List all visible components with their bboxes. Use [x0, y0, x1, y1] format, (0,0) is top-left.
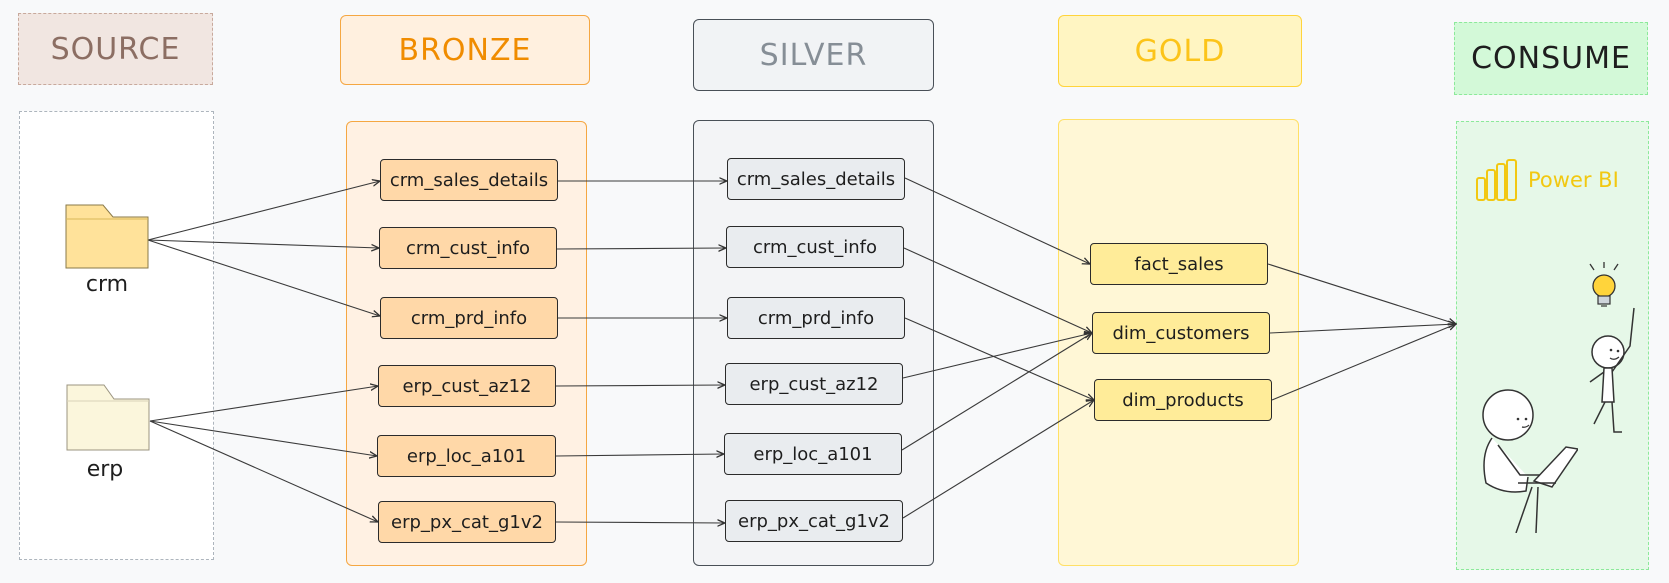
- bronze-table[interactable]: crm_cust_info: [379, 227, 557, 269]
- bronze-table[interactable]: crm_prd_info: [380, 297, 558, 339]
- person-icon: [1589, 307, 1635, 433]
- gold-table[interactable]: dim_customers: [1092, 312, 1270, 354]
- silver-table[interactable]: crm_cust_info: [726, 226, 904, 268]
- bronze-table[interactable]: erp_cust_az12: [378, 365, 556, 407]
- bronze-header-label: BRONZE: [398, 32, 532, 68]
- source-header: SOURCE: [18, 13, 213, 85]
- lightbulb-icon: [1589, 262, 1619, 307]
- bronze-table[interactable]: erp_loc_a101: [377, 435, 556, 477]
- source-crm-label: crm: [85, 272, 129, 297]
- silver-table[interactable]: erp_cust_az12: [725, 363, 903, 405]
- power-bi-label: Power BI: [1528, 168, 1619, 192]
- bronze-table[interactable]: erp_px_cat_g1v2: [378, 501, 556, 543]
- power-bi-icon: [1476, 159, 1517, 201]
- consume-header: CONSUME: [1454, 22, 1648, 95]
- bronze-header: BRONZE: [340, 15, 590, 85]
- silver-header-label: SILVER: [759, 37, 868, 73]
- folder-icon: [66, 384, 150, 451]
- silver-table[interactable]: crm_prd_info: [727, 297, 905, 339]
- source-zone: [19, 111, 214, 560]
- gold-table[interactable]: dim_products: [1094, 379, 1272, 421]
- folder-icon: [65, 204, 149, 269]
- link-dim-products-to-consume: [1271, 324, 1456, 401]
- silver-table[interactable]: crm_sales_details: [727, 158, 905, 200]
- silver-table[interactable]: erp_px_cat_g1v2: [725, 500, 903, 542]
- laptop-icon: [1482, 389, 1578, 533]
- source-header-label: SOURCE: [50, 31, 181, 67]
- bronze-table[interactable]: crm_sales_details: [380, 159, 558, 201]
- gold-header: GOLD: [1058, 15, 1302, 87]
- consume-header-label: CONSUME: [1471, 41, 1631, 76]
- gold-header-label: GOLD: [1134, 33, 1226, 69]
- silver-header: SILVER: [693, 19, 934, 91]
- gold-table[interactable]: fact_sales: [1090, 243, 1268, 285]
- silver-table[interactable]: erp_loc_a101: [724, 433, 902, 475]
- source-erp-label: erp: [86, 457, 124, 482]
